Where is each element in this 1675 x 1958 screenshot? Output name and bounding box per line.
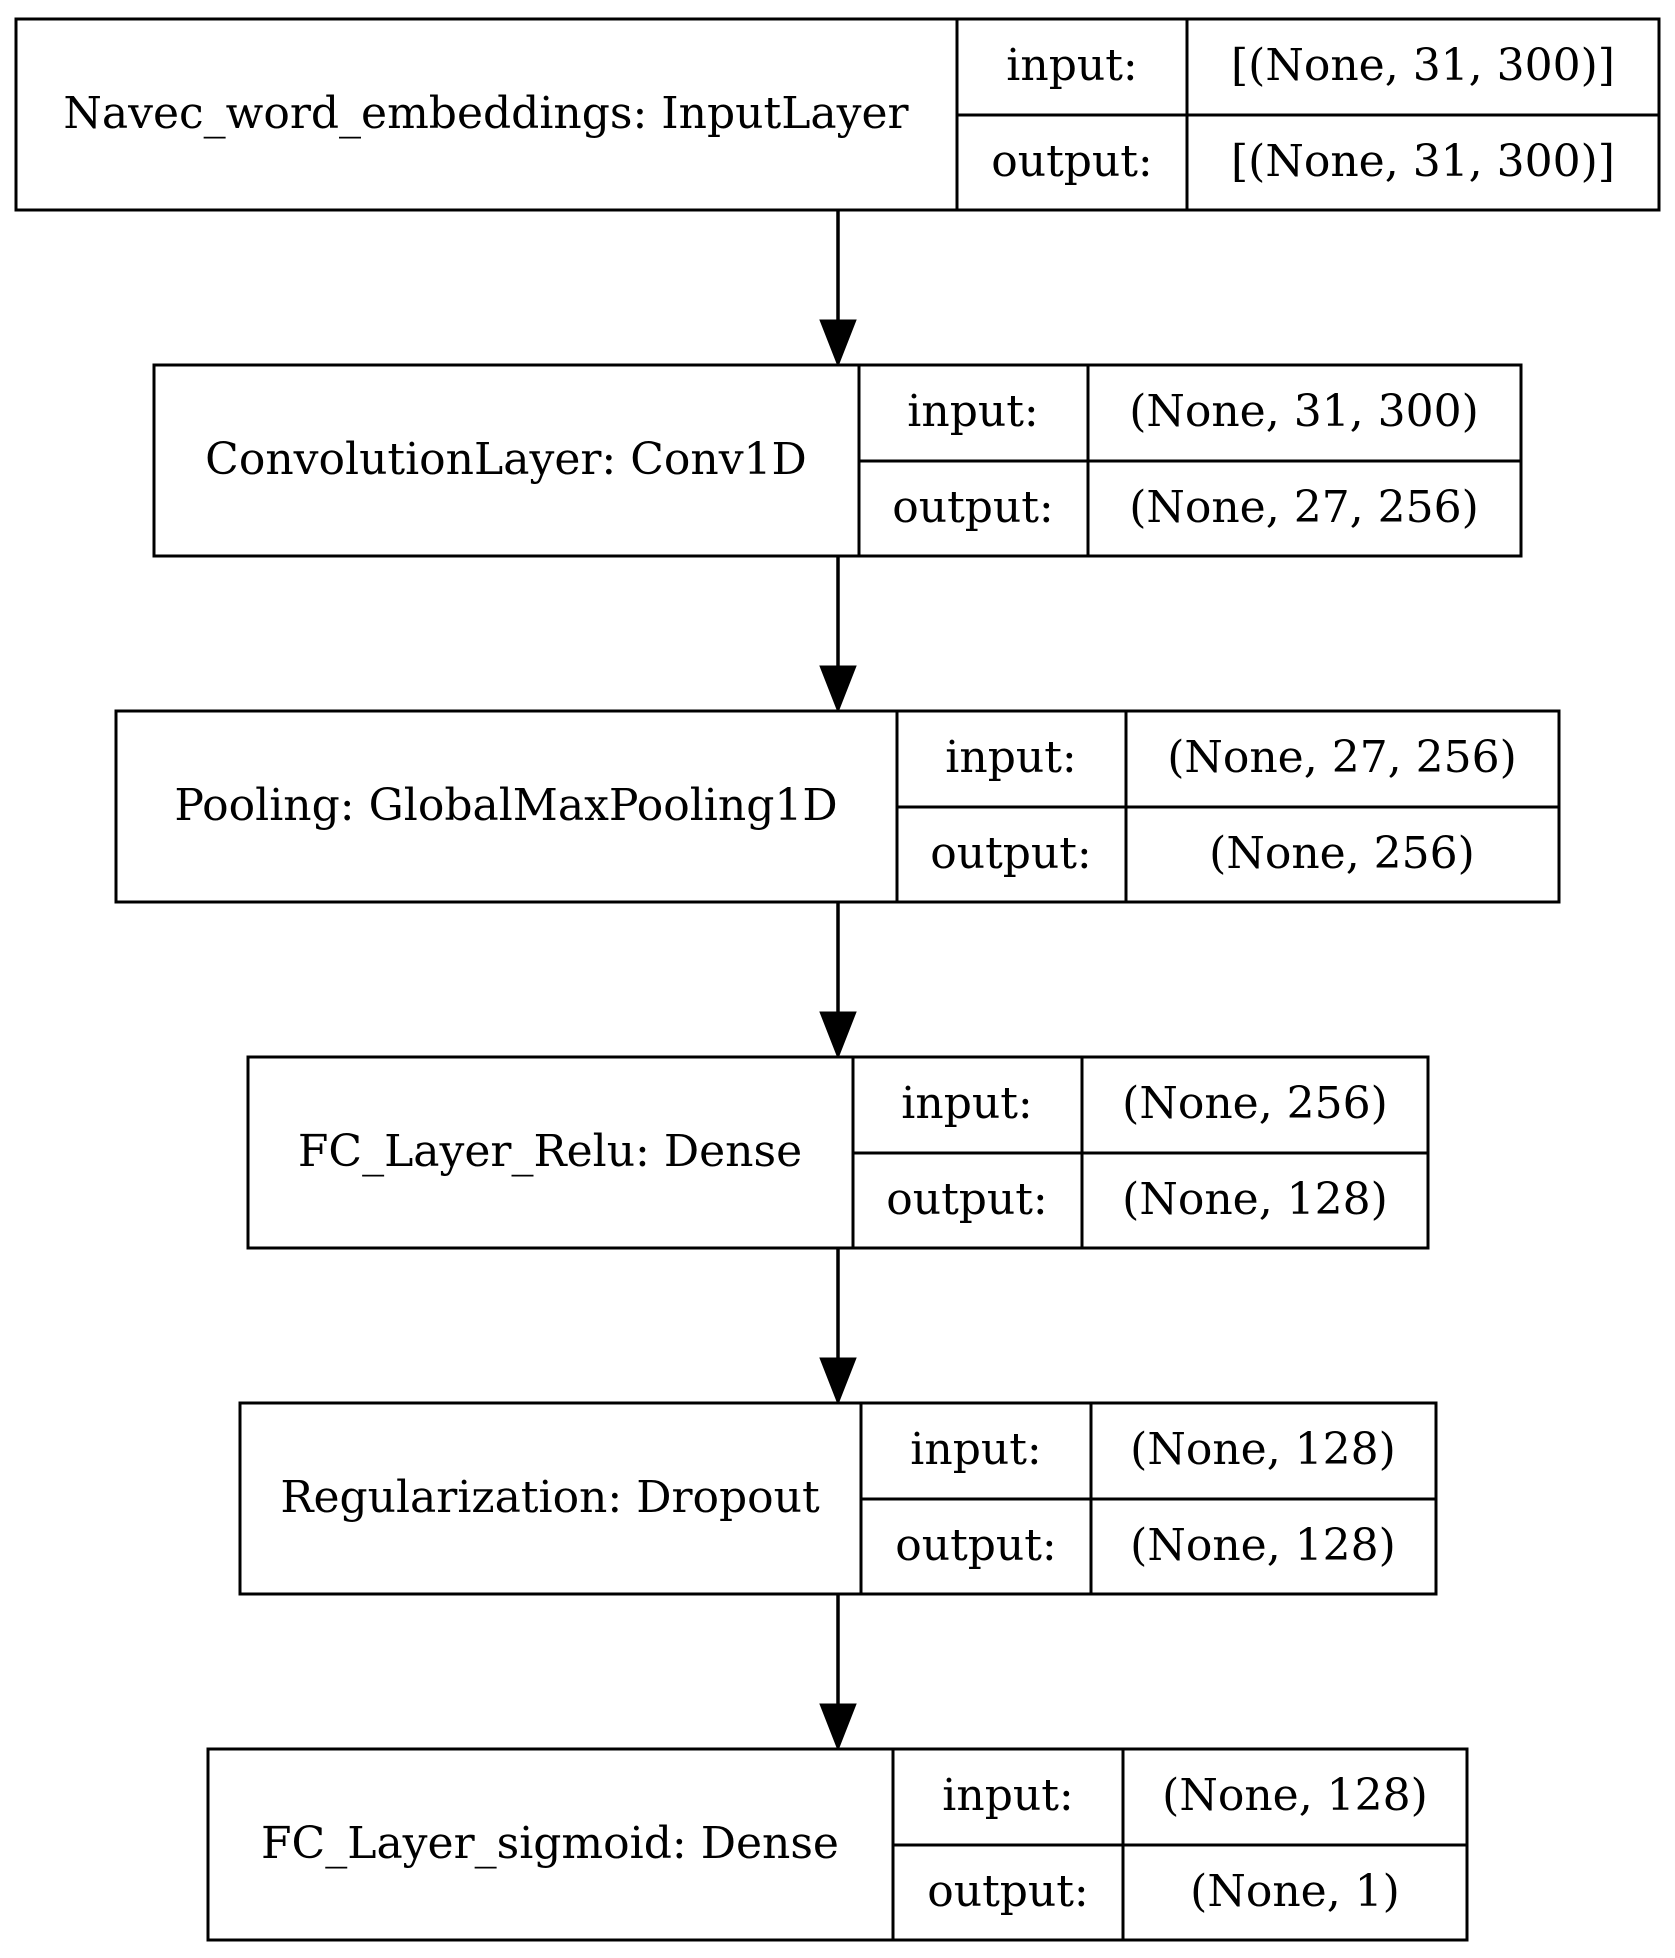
layer-name: FC_Layer_Relu: Dense bbox=[298, 1126, 802, 1177]
input-shape: (None, 128) bbox=[1162, 1770, 1428, 1821]
layer-name: ConvolutionLayer: Conv1D bbox=[205, 434, 807, 485]
input-label: input: bbox=[945, 732, 1076, 783]
input-shape: [(None, 31, 300)] bbox=[1231, 40, 1615, 91]
input-shape: (None, 31, 300) bbox=[1129, 386, 1479, 437]
layer-name: Navec_word_embeddings: InputLayer bbox=[63, 88, 909, 139]
output-shape: (None, 128) bbox=[1122, 1174, 1388, 1225]
arrowhead-5-6 bbox=[819, 1703, 857, 1752]
input-label: input: bbox=[1006, 40, 1137, 91]
layer-node-dropout: Regularization: Dropout input: output: (… bbox=[238, 1401, 1438, 1596]
input-label: input: bbox=[910, 1424, 1041, 1475]
layer-name: Regularization: Dropout bbox=[280, 1472, 820, 1523]
arrowhead-1-2 bbox=[819, 319, 857, 368]
output-label: output: bbox=[991, 136, 1153, 187]
output-label: output: bbox=[886, 1174, 1048, 1225]
output-label: output: bbox=[895, 1520, 1057, 1571]
output-shape: (None, 128) bbox=[1130, 1520, 1396, 1571]
input-label: input: bbox=[901, 1078, 1032, 1129]
output-shape: (None, 256) bbox=[1209, 828, 1475, 879]
layer-name: FC_Layer_sigmoid: Dense bbox=[261, 1818, 839, 1869]
layer-node-pooling: Pooling: GlobalMaxPooling1D input: outpu… bbox=[114, 709, 1561, 904]
layer-name: Pooling: GlobalMaxPooling1D bbox=[174, 780, 837, 831]
layer-node-fc-relu: FC_Layer_Relu: Dense input: output: (Non… bbox=[246, 1055, 1430, 1250]
arrowhead-4-5 bbox=[819, 1357, 857, 1406]
arrowhead-2-3 bbox=[819, 665, 857, 714]
input-shape: (None, 256) bbox=[1122, 1078, 1388, 1129]
output-shape: (None, 1) bbox=[1190, 1866, 1400, 1917]
layer-node-conv1d: ConvolutionLayer: Conv1D input: output: … bbox=[152, 363, 1523, 558]
layer-node-fc-sigmoid: FC_Layer_sigmoid: Dense input: output: (… bbox=[206, 1747, 1469, 1942]
output-label: output: bbox=[927, 1866, 1089, 1917]
output-label: output: bbox=[892, 482, 1054, 533]
arrowhead-3-4 bbox=[819, 1011, 857, 1060]
input-label: input: bbox=[942, 1770, 1073, 1821]
output-shape: [(None, 31, 300)] bbox=[1231, 136, 1615, 187]
layer-node-input: Navec_word_embeddings: InputLayer input:… bbox=[14, 17, 1661, 212]
output-shape: (None, 27, 256) bbox=[1129, 482, 1479, 533]
input-label: input: bbox=[907, 386, 1038, 437]
edges bbox=[819, 210, 857, 1752]
output-label: output: bbox=[930, 828, 1092, 879]
input-shape: (None, 128) bbox=[1130, 1424, 1396, 1475]
input-shape: (None, 27, 256) bbox=[1167, 732, 1517, 783]
